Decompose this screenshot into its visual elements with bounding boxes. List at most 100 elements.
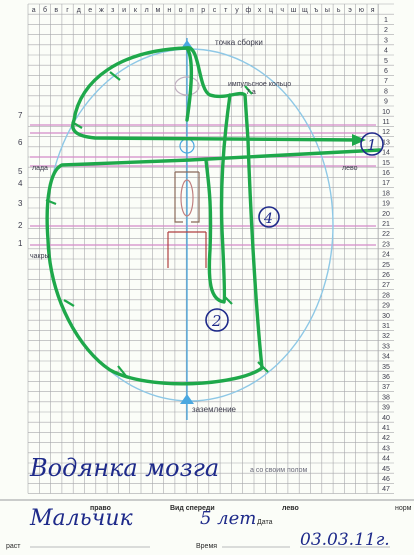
row-number: 27 [382, 282, 390, 289]
subject-age: 5 лет [200, 508, 256, 529]
arrow-mark [109, 71, 121, 81]
row-number: 12 [382, 129, 390, 136]
row-number: 11 [382, 119, 389, 126]
row-number: 46 [382, 476, 390, 483]
row-number: 18 [382, 190, 390, 197]
column-letter: ж [99, 7, 104, 14]
mark-circle [258, 206, 280, 228]
front-view-label: Вид спереди [170, 505, 215, 512]
chakra-number: 6 [18, 138, 23, 147]
column-letter: л [145, 7, 149, 14]
row-number: 23 [382, 241, 390, 248]
row-number: 32 [382, 333, 390, 340]
column-letter: ы [325, 7, 330, 14]
column-letter: д [77, 7, 81, 14]
column-letter: и [122, 7, 126, 14]
left-side-label: лада [32, 165, 48, 172]
mark-1-label: 1 [367, 136, 377, 154]
right-side-label: лево [342, 165, 358, 172]
mark-1: 1 [360, 132, 384, 156]
row-number: 31 [382, 323, 390, 330]
legs-outline [167, 231, 207, 268]
field-phrase-label: а со своим полом [250, 467, 308, 474]
chakra-number: 4 [18, 179, 23, 188]
column-letter: с [213, 7, 217, 14]
assembly-point-label: точка сборки [215, 38, 263, 47]
grounding-label: заземление [192, 405, 237, 414]
mark-4: 4 [258, 206, 280, 228]
row-number: 24 [382, 252, 390, 259]
column-letter: у [235, 7, 239, 14]
row-number: 16 [382, 170, 390, 177]
chakra-number: 7 [18, 111, 23, 120]
row-number: 17 [382, 180, 390, 187]
row-number: 43 [382, 445, 390, 452]
arrow-mark [244, 85, 253, 95]
row-number: 40 [382, 415, 390, 422]
column-letter: ь [337, 7, 341, 14]
row-number: 15 [382, 160, 390, 167]
column-letter: в [54, 7, 58, 14]
mark-circle [205, 308, 229, 332]
arrow-mark [45, 198, 57, 206]
row-number: 41 [382, 425, 390, 432]
row-number: 30 [382, 313, 390, 320]
mark-circle [360, 132, 384, 156]
row-number: 33 [382, 343, 390, 350]
column-letter: н [167, 7, 171, 14]
row-number: 2 [384, 27, 388, 34]
row-number: 25 [382, 262, 390, 269]
row-number: 19 [382, 201, 390, 208]
impulse-ring-sub-label: 7 а [246, 89, 256, 96]
arrow-mark [257, 361, 269, 373]
column-letter: ш [291, 7, 297, 14]
row-number: 44 [382, 456, 390, 463]
grid [27, 3, 394, 494]
row-number: 37 [382, 384, 390, 391]
torso-outline [174, 171, 200, 223]
row-number: 5 [384, 58, 388, 65]
energy-arrowhead-icon [352, 134, 366, 146]
row-number: 7 [384, 78, 388, 85]
bottom-arrow-icon [180, 394, 194, 404]
column-letter: м [156, 7, 161, 14]
time-label: Время [196, 543, 217, 550]
column-letter: щ [302, 7, 308, 14]
row-number: 6 [384, 68, 388, 75]
energy-path-main-loop [45, 46, 382, 386]
energy-arrow-marks [45, 71, 269, 377]
arrow-mark [71, 121, 83, 129]
energy-path-inner-loop [204, 93, 232, 304]
column-letter: ц [269, 7, 273, 14]
row-number: 14 [382, 150, 390, 157]
right-label: право [90, 505, 111, 512]
column-letter: п [190, 7, 194, 14]
chakras-label: чакры [30, 253, 50, 260]
column-letter: т [224, 7, 228, 14]
form-footer: право Вид спереди лево норм Дата раст Вр… [0, 499, 414, 550]
chakra-number: 1 [18, 239, 23, 248]
row-number: 1 [384, 17, 388, 24]
column-letter: ф [245, 7, 251, 14]
chakra-number: 5 [18, 167, 23, 176]
column-letter: ч [280, 7, 284, 14]
row-number: 4 [384, 48, 388, 55]
row-number: 21 [382, 221, 390, 228]
diagnosis-title: Водянка мозга [29, 454, 219, 482]
row-number: 36 [382, 374, 390, 381]
row-number: 13 [382, 139, 390, 146]
row-number: 10 [382, 109, 390, 116]
row-number: 22 [382, 231, 390, 238]
row-number: 29 [382, 303, 390, 310]
session-date: 03.03.11г. [300, 530, 390, 550]
arrow-mark [223, 295, 233, 305]
column-letter: з [111, 7, 114, 14]
energy-path-top-left [71, 46, 362, 142]
column-letter: ъ [314, 7, 319, 14]
row-number: 28 [382, 292, 390, 299]
row-number: 39 [382, 405, 390, 412]
column-letter: г [66, 7, 69, 14]
column-letter: б [43, 6, 47, 14]
